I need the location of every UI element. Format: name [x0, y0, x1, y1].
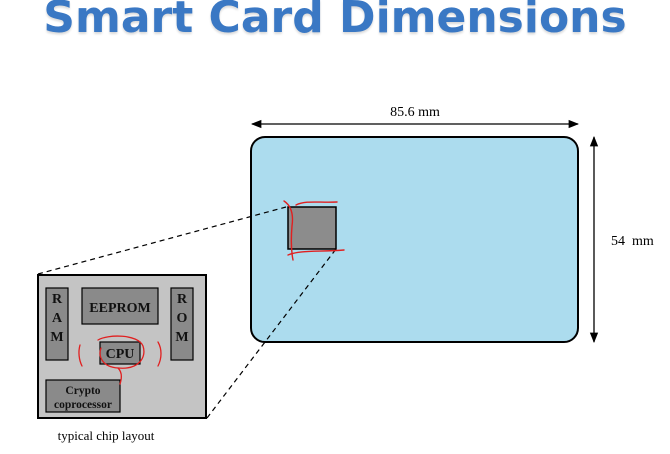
eeprom-label: EEPROM — [89, 301, 150, 316]
ram-letter: M — [50, 330, 63, 345]
crypto-coprocessor-block — [45, 379, 121, 413]
inset-annotation-marks — [78, 335, 162, 385]
crypto-label-line1: Crypto — [65, 385, 100, 397]
rom-letter: O — [177, 311, 188, 326]
annotation-stroke — [295, 201, 338, 206]
annotation-stroke — [117, 367, 122, 385]
annotation-stroke — [157, 341, 162, 367]
height-label: 54 mm — [611, 234, 654, 249]
annotation-stroke — [97, 335, 145, 369]
chip-annotation-marks — [283, 200, 345, 261]
ram-letter: R — [52, 292, 63, 307]
width-label: 85.6 mm — [390, 105, 440, 120]
annotation-stroke — [283, 200, 294, 261]
rom-letter: M — [175, 330, 188, 345]
annotation-stroke — [287, 249, 345, 256]
rom-block — [170, 287, 194, 361]
cpu-label: CPU — [106, 347, 135, 362]
ram-letter: A — [52, 311, 63, 326]
crypto-label-line2: coprocessor — [54, 399, 112, 411]
card-chip — [287, 206, 337, 250]
smart-card — [250, 136, 579, 343]
slide-title: Smart Card Dimensions — [43, 0, 627, 43]
eeprom-block — [81, 287, 159, 325]
rom-letter: R — [177, 292, 188, 307]
annotation-stroke — [78, 344, 83, 367]
zoom-line-top — [37, 206, 287, 275]
chip-layout-caption: typical chip layout — [58, 428, 155, 443]
ram-block — [45, 287, 69, 361]
